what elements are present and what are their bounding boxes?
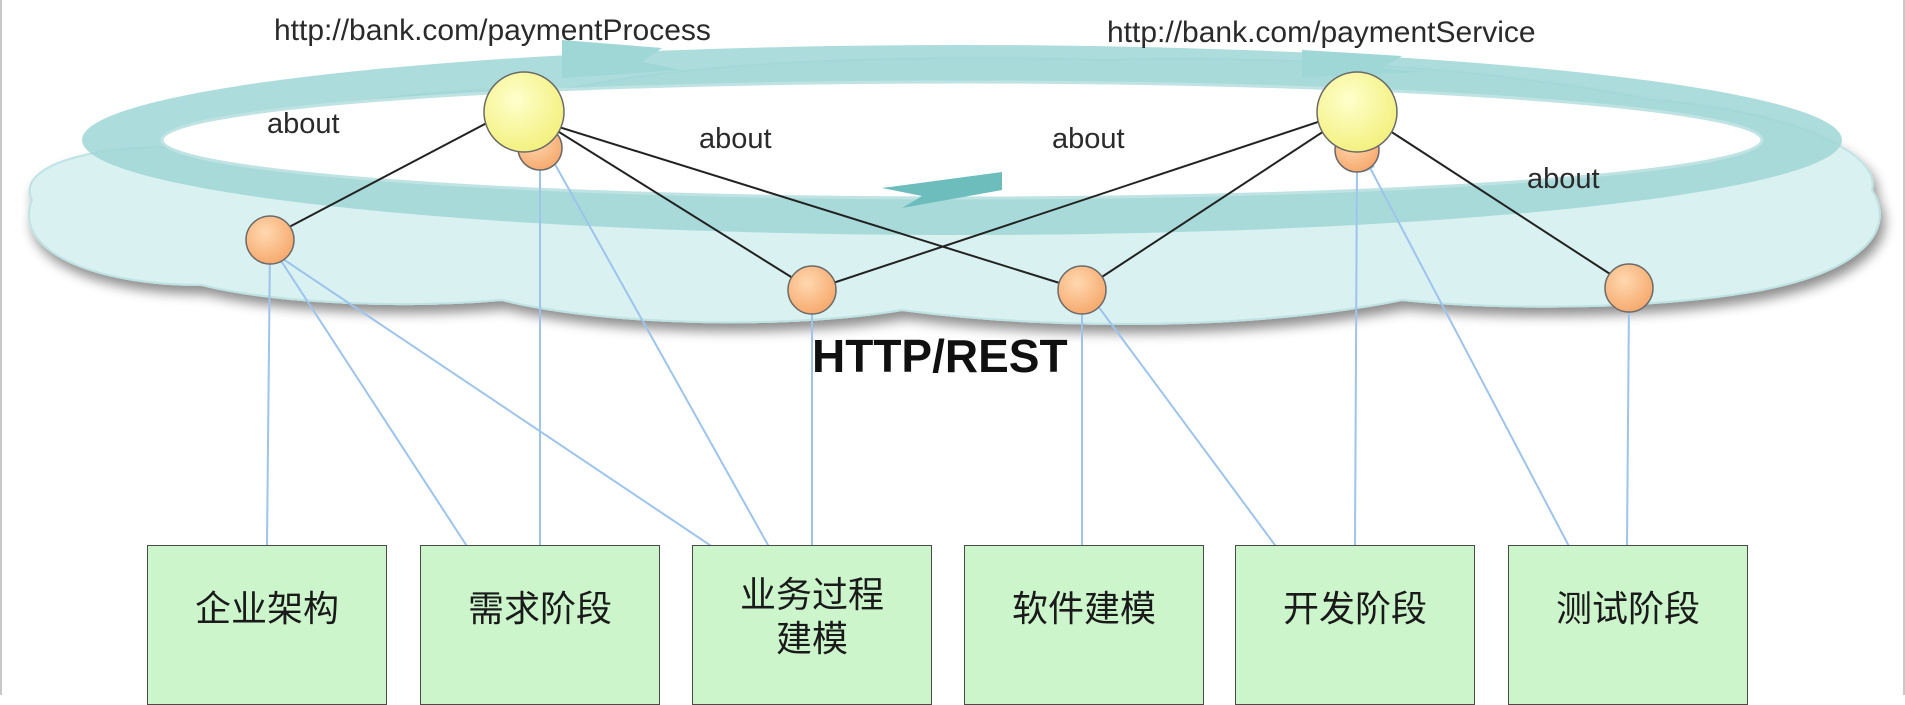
flow-arrow-right-2: [1302, 50, 1422, 78]
stage-box-software-modeling[interactable]: 软件建模: [964, 545, 1204, 705]
relation-label-about: about: [267, 108, 340, 140]
stage-box-development[interactable]: 开发阶段: [1235, 545, 1475, 705]
resource-nodes: [483, 71, 1398, 153]
stage-label: 开发阶段: [1282, 589, 1427, 630]
flow-arrow-right: [562, 40, 682, 78]
artifact-node[interactable]: [1057, 265, 1107, 315]
protocol-label: HTTP/REST: [812, 330, 1068, 382]
stage-label: 业务过程建模: [739, 575, 884, 660]
stage-label: 需求阶段: [467, 589, 612, 630]
resource-url-paymentService: http://bank.com/paymentService: [1107, 16, 1536, 49]
relation-label-about: about: [1052, 123, 1125, 155]
stage-label: 软件建模: [1011, 589, 1156, 630]
stage-box-business-process-modeling[interactable]: 业务过程建模: [692, 545, 932, 705]
artifact-node[interactable]: [245, 215, 295, 265]
artifact-node[interactable]: [1604, 263, 1654, 313]
relation-label-about: about: [1527, 163, 1600, 195]
relation-label-about: about: [699, 123, 772, 155]
cloud-artifact-nodes: [245, 215, 1654, 315]
stage-label: 测试阶段: [1555, 589, 1700, 630]
resource-node-paymentProcess[interactable]: [483, 71, 565, 153]
stage-box-testing[interactable]: 测试阶段: [1508, 545, 1748, 705]
resource-node-paymentService[interactable]: [1316, 71, 1398, 153]
stage-label: 企业架构: [194, 589, 339, 630]
relation-lines: [271, 110, 1628, 291]
flow-ring: [82, 40, 1842, 235]
resource-url-paymentProcess: http://bank.com/paymentProcess: [274, 14, 711, 47]
artifact-node[interactable]: [787, 265, 837, 315]
flow-arrow-left: [882, 172, 1002, 208]
stage-box-enterprise-architecture[interactable]: 企业架构: [147, 545, 387, 705]
stage-box-requirements[interactable]: 需求阶段: [420, 545, 660, 705]
